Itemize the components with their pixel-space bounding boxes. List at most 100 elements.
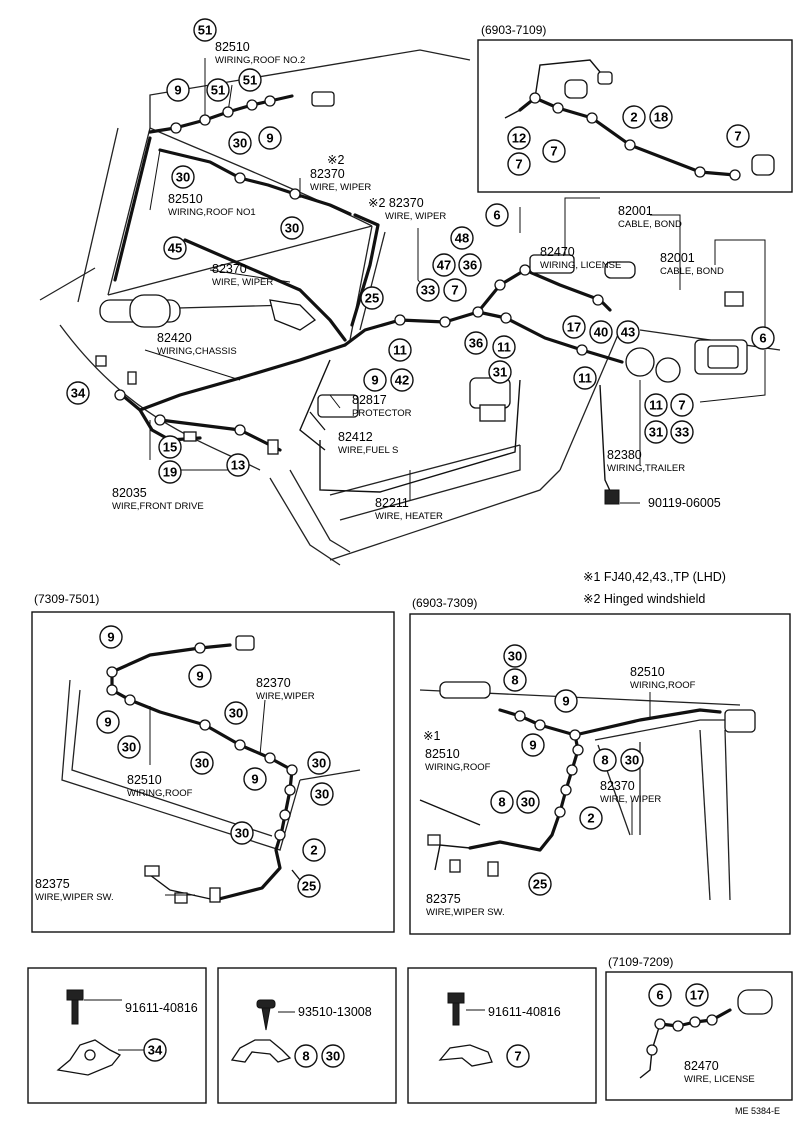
label-b4-nm: WIRE, LICENSE [684,1074,755,1085]
fuel-wire [299,359,331,451]
ref-m25: 25 [528,872,552,896]
svg-text:11: 11 [393,343,407,358]
ref-r31a: 31 [488,360,512,384]
svg-text:8: 8 [511,673,518,688]
label-82370-a: 82370 [310,167,345,181]
svg-text:30: 30 [521,795,535,810]
svg-text:30: 30 [176,170,190,185]
left-switch-connectors [144,865,221,904]
svg-text:17: 17 [567,320,581,335]
label-roof-no2: WIRING,ROOF NO.2 [215,55,305,66]
label-trailer: WIRING,TRAILER [607,463,685,474]
label-l-wipersw: WIRE,WIPER SW. [35,892,114,903]
svg-text:11: 11 [497,340,511,355]
label-l-wiper: WIRE,WIPER [256,691,315,702]
ref-b17: 17 [685,983,709,1007]
svg-text:34: 34 [71,386,86,401]
main-clamps [114,95,604,436]
svg-text:9: 9 [196,669,203,684]
ref-m8a: 8 [503,668,527,692]
label-b2-pn: 93510-13008 [298,1005,372,1019]
label-heater: WIRE, HEATER [375,511,443,522]
ref-m9a: 9 [554,689,578,713]
label-r-roof: WIRING,ROOF [630,680,696,691]
ref-r30a: 30 [228,131,252,155]
svg-text:48: 48 [455,231,469,246]
label-wiper-c: WIRE, WIPER [212,277,273,288]
svg-text:9: 9 [562,694,569,709]
trailer-connector [604,347,681,505]
ref-r43: 43 [616,320,640,344]
ref-r13: 13 [226,453,250,477]
ref-r48: 48 [450,226,474,250]
svg-text:2: 2 [630,110,637,125]
ref-r33b: 33 [670,420,694,444]
ref-l9d: 9 [243,767,267,791]
svg-text:13: 13 [231,458,245,473]
svg-text:6: 6 [493,208,500,223]
ref-b8: 8 [294,1044,318,1068]
label-wiper-b: WIRE, WIPER [385,211,446,222]
svg-text:7: 7 [514,1049,521,1064]
svg-text:7: 7 [550,144,557,159]
right-roof-lamp [724,709,756,733]
svg-text:9: 9 [529,738,536,753]
label-82001-a: 82001 [618,204,653,218]
svg-text:30: 30 [229,706,243,721]
label-r-wiper: WIRE, WIPER [600,794,661,805]
ref-b34: 34 [143,1038,167,1062]
label-license-a: WIRING, LICENSE [540,260,621,271]
ref-l2: 2 [302,838,326,862]
bolt-icon-2 [447,992,465,1026]
svg-text:40: 40 [594,325,608,340]
bolt-icon [66,989,84,1025]
ref-m30c: 30 [516,790,540,814]
ref-l25: 25 [297,874,321,898]
clamp-7-icon [438,1044,493,1067]
ref-r11b: 11 [492,335,516,359]
svg-text:30: 30 [285,221,299,236]
label-l-82510: 82510 [127,773,162,787]
panel-6903-7309: (6903-7309) 30 8 9 9 8 30 8 30 2 25 8 [409,596,791,935]
right-switch-connectors [427,834,499,877]
svg-text:30: 30 [508,649,522,664]
svg-text:47: 47 [437,258,451,273]
ref-r34: 34 [66,381,90,405]
leader-lines-main [144,58,766,504]
inset-lamp-1 [564,71,613,99]
wiper-wire-inner [183,238,347,342]
svg-text:51: 51 [198,23,212,38]
license-lamp-small [737,989,773,1015]
svg-text:9: 9 [371,373,378,388]
svg-text:43: 43 [621,325,635,340]
panel-frame-left [31,611,395,933]
label-front-drive: WIRE,FRONT DRIVE [112,501,204,512]
ref-m2: 2 [579,806,603,830]
svg-text:30: 30 [233,136,247,151]
svg-text:30: 30 [195,756,209,771]
svg-text:33: 33 [421,283,435,298]
svg-text:9: 9 [174,83,181,98]
label-82035: 82035 [112,486,147,500]
ref-r11d: 11 [644,393,668,417]
ref-t7b: 7 [542,139,566,163]
note-1: ※1 FJ40,42,43.,TP (LHD) [583,570,726,584]
ref-l9b: 9 [188,664,212,688]
header-7309-7501: (7309-7501) [34,592,99,606]
svg-text:2: 2 [310,843,317,858]
ref-r11c: 11 [573,366,597,390]
svg-text:33: 33 [675,425,689,440]
ref-m30b: 30 [620,748,644,772]
svg-text:36: 36 [469,336,483,351]
label-r-roofb: WIRING,ROOF [425,762,491,773]
bottom-box-4: (7109-7209) 6 17 82470 WIRE, LICENSE [605,955,793,1101]
roof-wire-no1 [158,148,352,216]
ref-b30: 30 [321,1044,345,1068]
heater-block [469,377,511,422]
svg-text:9: 9 [251,772,258,787]
ref-r9c: 9 [363,368,387,392]
svg-text:30: 30 [315,787,329,802]
ref-b6: 6 [648,983,672,1007]
chassis-wire-front [120,343,347,412]
label-r-82510: 82510 [630,665,665,679]
